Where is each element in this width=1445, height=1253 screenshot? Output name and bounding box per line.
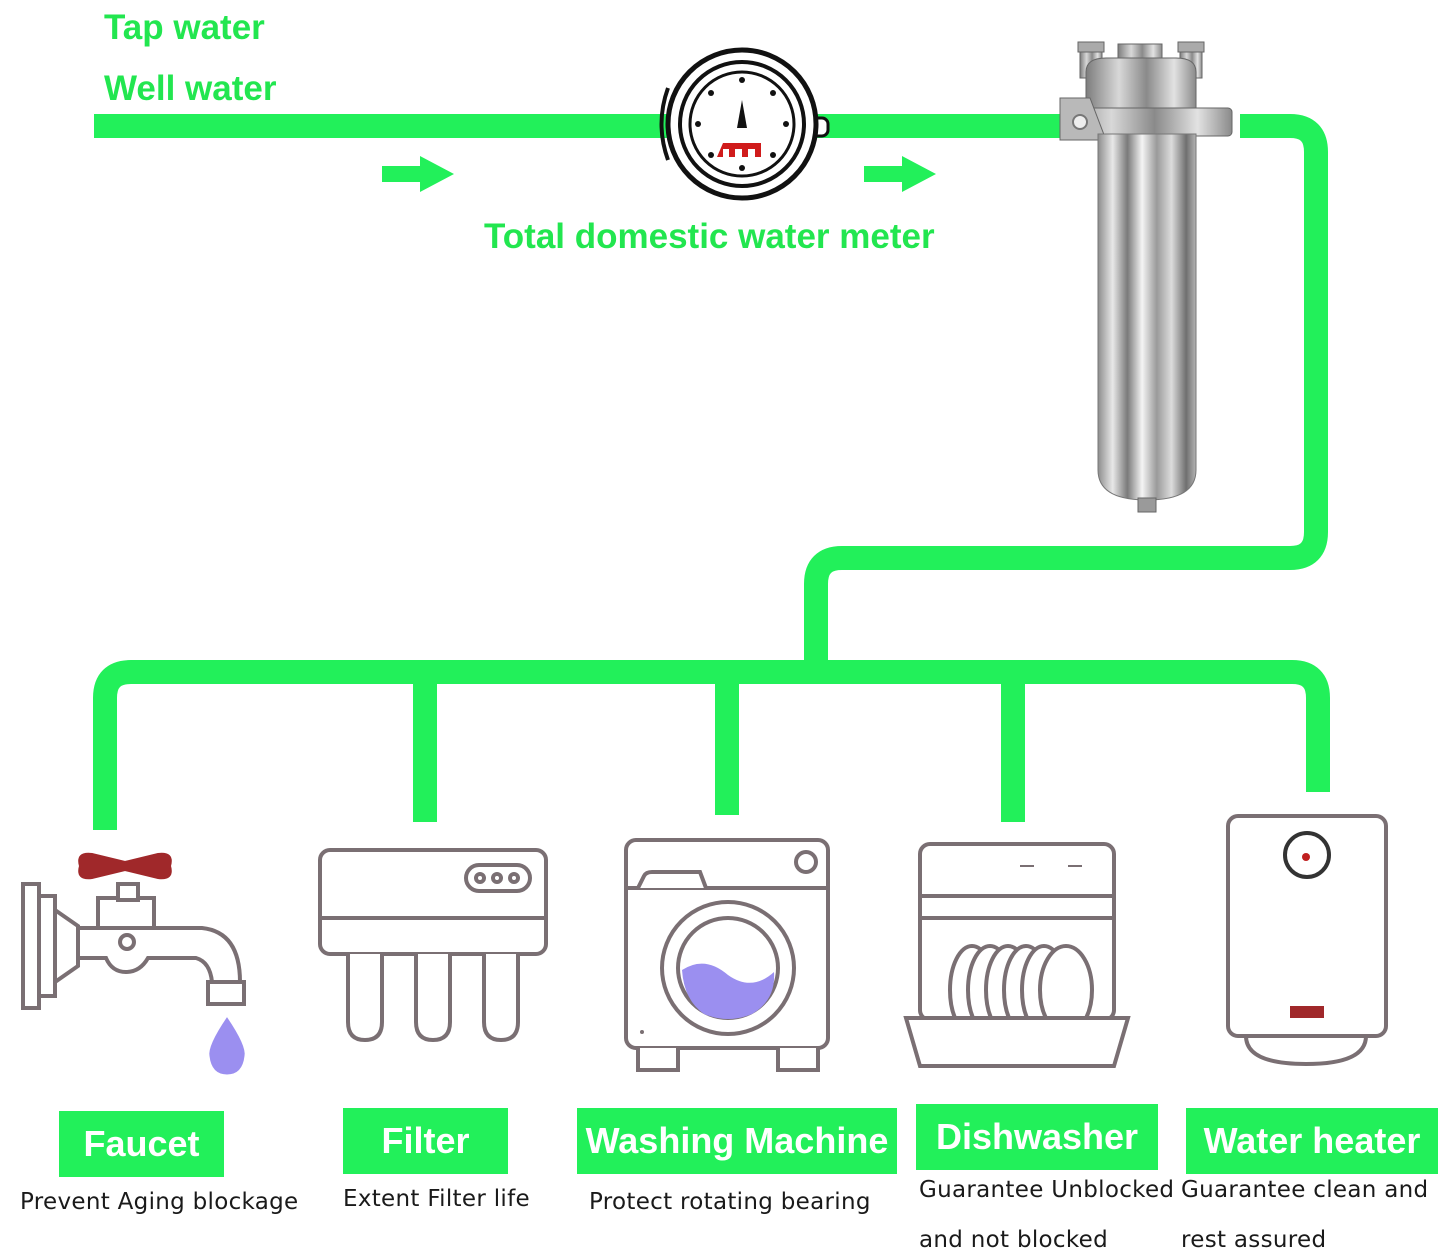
washing-machine-description: Protect rotating bearing [589,1189,871,1215]
filter-outlet-pipe [804,114,1328,670]
water-heater-badge: Water heater [1186,1108,1438,1174]
faucet-badge: Faucet [59,1111,224,1177]
faucet-description: Prevent Aging blockage [20,1189,299,1215]
ro-filter-icon [318,848,548,1043]
water-heater-description-line1: Guarantee clean and [1181,1177,1429,1203]
dishwasher-description-line2: and not blocked [919,1227,1109,1253]
stainless-filter-housing-icon [1059,41,1233,513]
dishwasher-badge: Dishwasher [916,1104,1158,1170]
distribution-manifold-pipe [93,660,1330,830]
washing-machine-icon [624,838,830,1072]
water-heater-description-line2: rest assured [1181,1227,1327,1253]
pipe-network [93,114,1330,830]
source-label-well-water: Well water [104,69,277,108]
washing-machine-badge: Washing Machine [577,1108,897,1174]
filter-description: Extent Filter life [343,1186,530,1212]
flow-arrow-icon [864,156,936,192]
faucet-icon [21,852,246,1075]
water-heater-icon [1226,814,1388,1067]
source-label-tap-water: Tap water [104,8,265,47]
dishwasher-icon [903,842,1131,1068]
filter-badge: Filter [343,1108,508,1174]
dishwasher-description-line1: Guarantee Unblocked [919,1177,1175,1203]
flow-arrow-icon [382,156,454,192]
water-meter-icon [659,47,830,201]
meter-label: Total domestic water meter [484,217,935,256]
